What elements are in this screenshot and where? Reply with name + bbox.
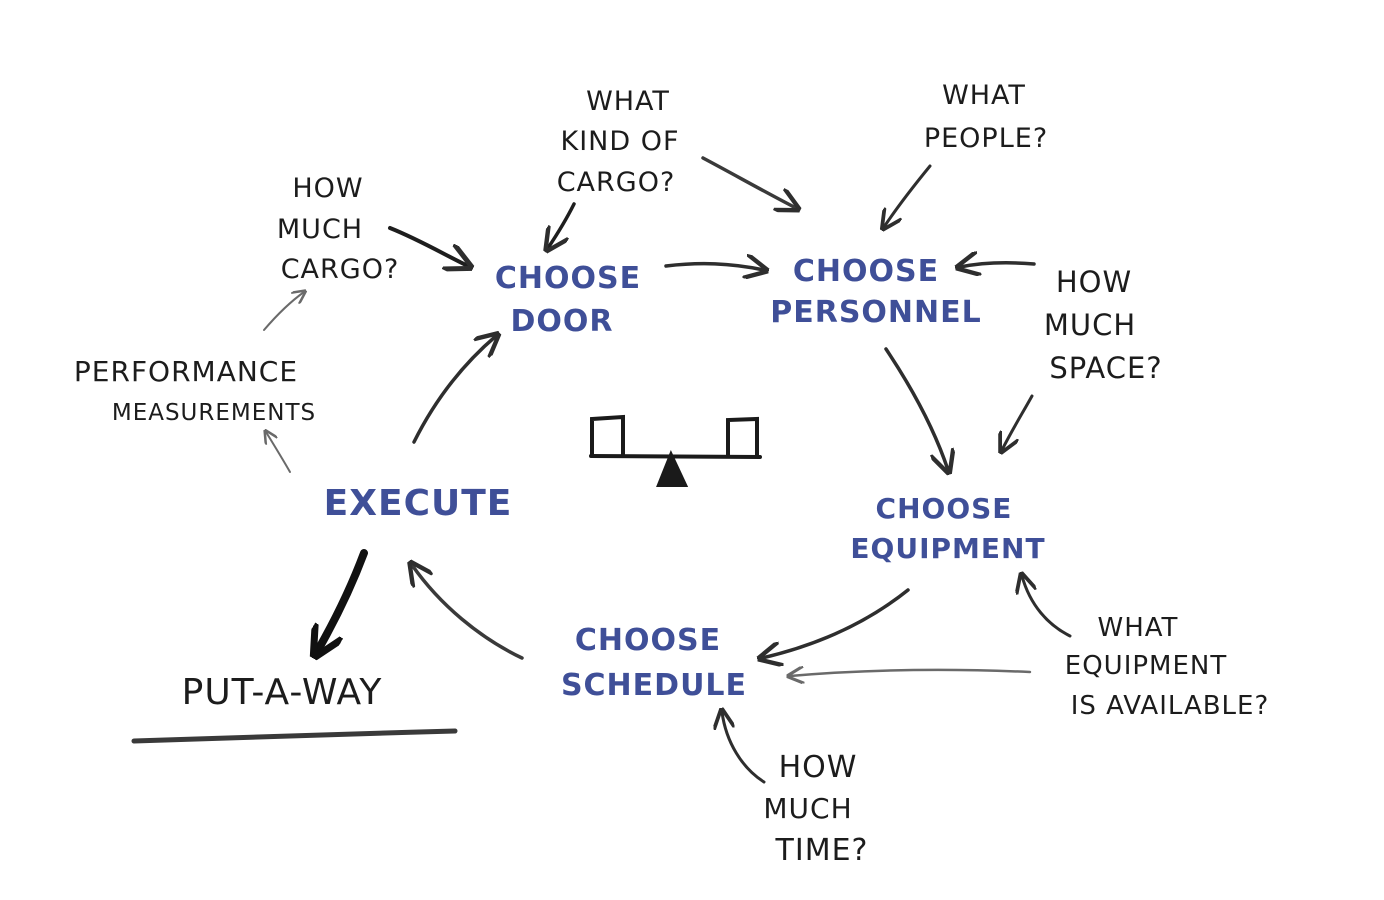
question-how-much-space: HOW MUCH SPACE? <box>1044 265 1162 385</box>
question-how-much-time-line1: HOW <box>779 750 858 785</box>
step-choose-door-line2: DOOR <box>510 304 613 339</box>
arrow-what-people <box>884 164 932 227</box>
step-choose-equipment: CHOOSE EQUIPMENT <box>850 492 1045 565</box>
step-choose-door: CHOOSE DOOR <box>495 261 641 339</box>
arrow-performance-to-cargo <box>263 292 304 331</box>
arrow-schedule-to-execute <box>412 565 524 660</box>
arrow-execute-to-performance <box>266 432 291 473</box>
question-what-people-line2: PEOPLE? <box>924 123 1048 154</box>
arrow-what-kind-of-cargo-door <box>548 202 576 248</box>
arrow-execute-to-putaway <box>318 549 368 650</box>
arrow-how-much-space-personnel <box>960 263 1036 267</box>
balance-scale-icon <box>589 414 762 487</box>
step-choose-equipment-line2: EQUIPMENT <box>850 532 1045 565</box>
arrow-door-to-personnel <box>664 264 764 270</box>
question-what-equipment-line1: WHAT <box>1098 613 1179 643</box>
outcome-put-away: PUT-A-WAY <box>131 672 458 744</box>
question-what-kind-of-cargo: WHAT KIND OF CARGO? <box>557 86 679 198</box>
step-choose-schedule-line2: SCHEDULE <box>561 668 747 703</box>
step-choose-door-line1: CHOOSE <box>495 261 641 296</box>
question-how-much-cargo-line1: HOW <box>292 173 363 204</box>
step-choose-personnel-line2: PERSONNEL <box>770 295 982 330</box>
question-what-equipment-is-available: WHAT EQUIPMENT IS AVAILABLE? <box>1065 613 1270 721</box>
arrow-how-much-space-equipment <box>1002 394 1034 450</box>
question-what-people: WHAT PEOPLE? <box>924 80 1048 154</box>
arrow-what-equipment-to-equipment <box>1022 576 1072 638</box>
question-how-much-cargo: HOW MUCH CARGO? <box>277 173 400 285</box>
question-how-much-space-line1: HOW <box>1056 265 1132 299</box>
question-what-kind-of-cargo-line1: WHAT <box>586 86 670 117</box>
question-what-kind-of-cargo-line2: KIND OF <box>560 126 679 157</box>
step-choose-equipment-line1: CHOOSE <box>876 492 1013 525</box>
question-how-much-time-line3: TIME? <box>775 833 869 868</box>
arrow-what-kind-of-cargo-personnel <box>701 156 796 208</box>
step-execute: EXECUTE <box>324 483 513 524</box>
step-choose-schedule-line1: CHOOSE <box>575 623 721 658</box>
question-how-much-space-line3: SPACE? <box>1049 351 1162 385</box>
note-performance-line2: MEASUREMENTS <box>112 400 316 426</box>
arrow-equipment-to-schedule <box>762 588 910 658</box>
outcome-put-away-label: PUT-A-WAY <box>182 672 383 713</box>
arrow-how-much-cargo <box>388 226 468 266</box>
arrow-execute-to-door <box>412 336 496 444</box>
question-what-kind-of-cargo-line3: CARGO? <box>557 167 676 198</box>
question-how-much-cargo-line2: MUCH <box>277 214 363 245</box>
arrow-what-equipment-to-schedule <box>790 670 1032 676</box>
cycle-arrows <box>318 264 948 658</box>
question-how-much-space-line2: MUCH <box>1044 308 1136 342</box>
arrow-how-much-time <box>722 712 766 784</box>
question-arrows <box>263 156 1072 784</box>
question-how-much-time-line2: MUCH <box>763 792 852 825</box>
arrow-personnel-to-equipment <box>884 347 948 470</box>
step-choose-personnel-line1: CHOOSE <box>793 254 939 289</box>
step-execute-label: EXECUTE <box>324 483 513 524</box>
note-performance-line1: PERFORMANCE <box>74 355 298 388</box>
question-how-much-cargo-line3: CARGO? <box>281 254 400 285</box>
question-what-equipment-line3: IS AVAILABLE? <box>1071 691 1270 721</box>
step-choose-personnel: CHOOSE PERSONNEL <box>770 254 982 330</box>
step-choose-schedule: CHOOSE SCHEDULE <box>561 623 747 703</box>
note-performance-measurements: PERFORMANCE MEASUREMENTS <box>74 355 316 426</box>
question-what-equipment-line2: EQUIPMENT <box>1065 651 1227 681</box>
question-what-people-line1: WHAT <box>942 80 1026 111</box>
outcome-underline <box>131 728 458 744</box>
question-how-much-time: HOW MUCH TIME? <box>763 750 869 868</box>
